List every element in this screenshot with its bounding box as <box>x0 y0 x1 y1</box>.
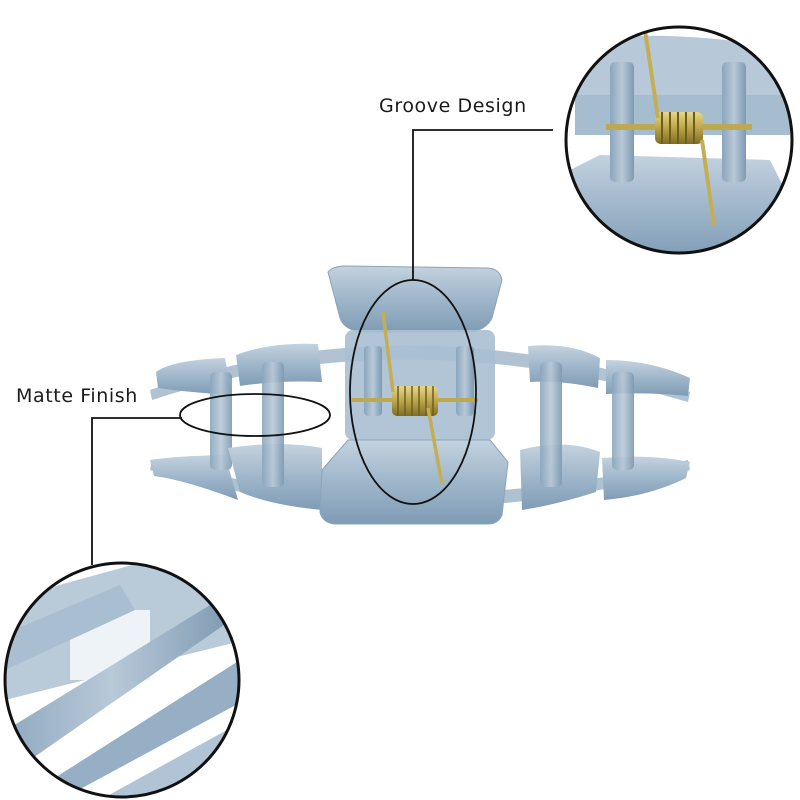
groove-leader-line <box>412 129 553 280</box>
left-teeth <box>150 343 322 510</box>
groove-zoom-circle <box>564 25 794 255</box>
matte-leader-line <box>91 417 182 565</box>
bottom-plate <box>319 439 509 525</box>
spring <box>352 311 478 485</box>
matte-finish-label: Matte Finish <box>16 385 138 407</box>
groove-design-label: Groove Design <box>379 95 527 117</box>
matte-highlight-oval <box>179 393 331 437</box>
claw-clip <box>150 265 690 525</box>
matte-zoom-circle <box>3 561 241 799</box>
top-plate <box>327 265 503 333</box>
right-teeth <box>520 345 690 510</box>
